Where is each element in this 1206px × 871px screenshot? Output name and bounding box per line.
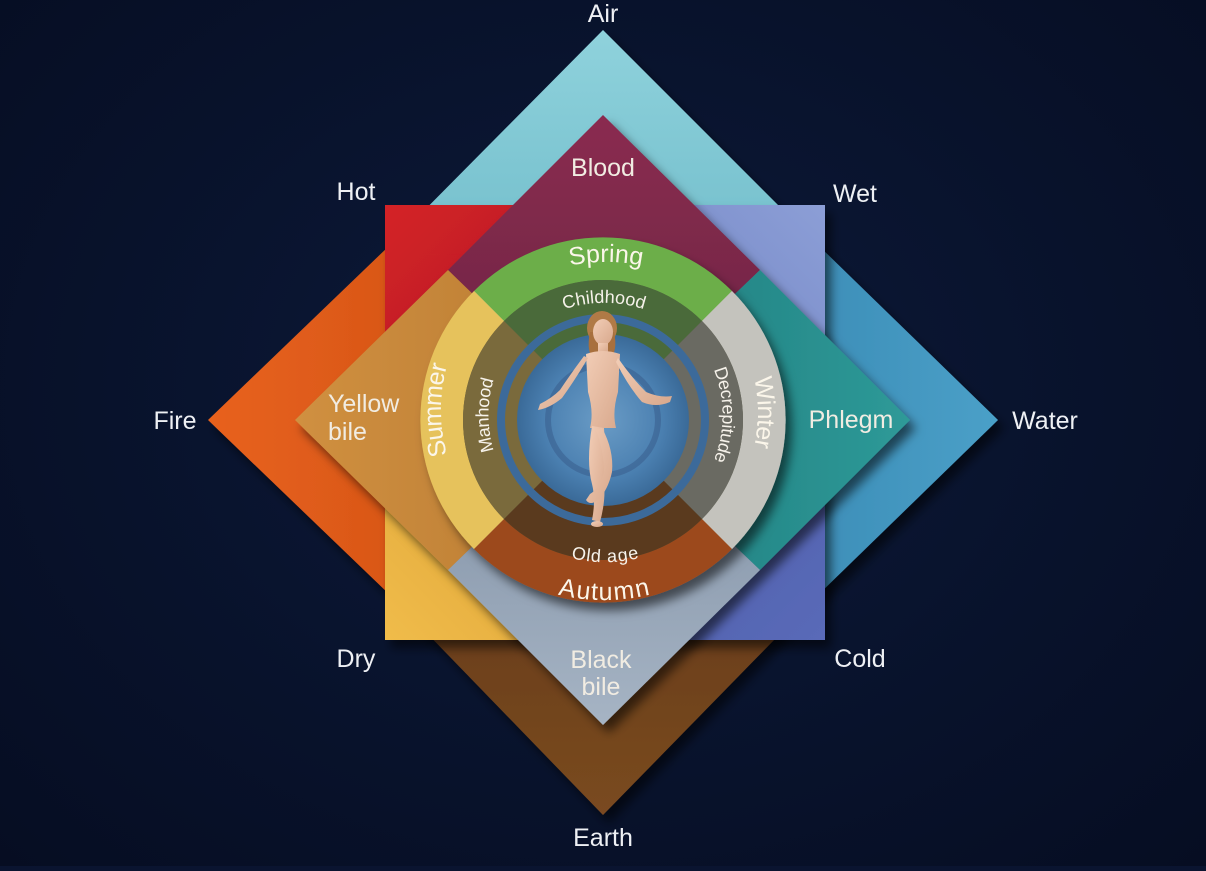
phlegm-label: Phlegm (809, 406, 894, 434)
yellow-bile-label-line2: bile (328, 418, 367, 446)
human-figure (538, 311, 672, 527)
hot-label: Hot (337, 178, 376, 206)
black-bile-label-line2: bile (582, 673, 621, 701)
spring-label: Spring (567, 240, 646, 271)
blood-label: Blood (571, 154, 635, 182)
winter-label: Winter (748, 375, 779, 451)
old-age-label: Old age (570, 542, 640, 566)
dry-label: Dry (337, 645, 376, 673)
air-label: Air (588, 0, 619, 28)
cold-label: Cold (834, 645, 885, 673)
water-label: Water (1012, 407, 1078, 435)
yellow-bile-label-line1: Yellow (328, 390, 400, 418)
black-bile-label-line1: Black (570, 646, 632, 674)
fire-label: Fire (153, 407, 196, 435)
earth-label: Earth (573, 824, 633, 852)
wet-label: Wet (833, 180, 877, 208)
